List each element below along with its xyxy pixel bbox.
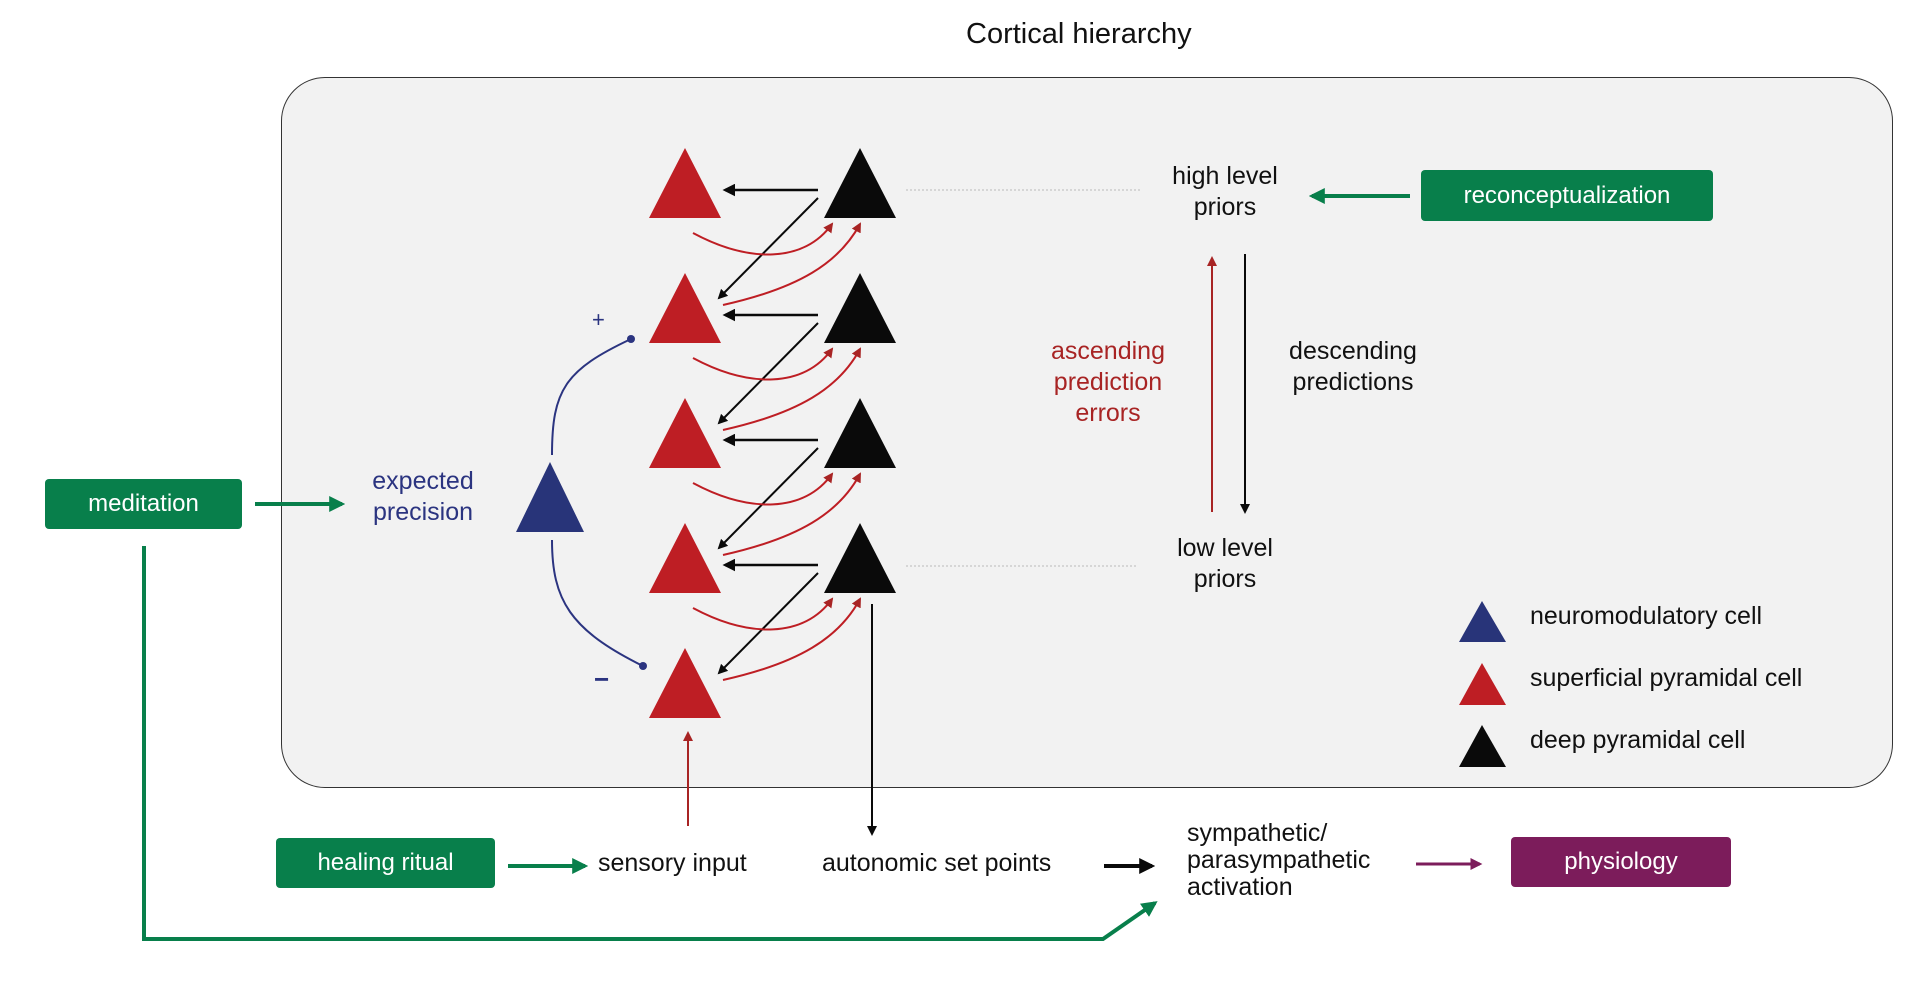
- superficial-pyramidal-cell: [649, 148, 721, 218]
- legend-superficial-icon: [1459, 663, 1506, 705]
- meditation-activation-arrow: [142, 546, 1158, 941]
- descending-line1: descending: [1289, 337, 1417, 365]
- physiology-box[interactable]: physiology: [1511, 837, 1731, 887]
- ascending-line1: ascending: [1051, 337, 1165, 365]
- descending-prediction-arrow: [717, 572, 819, 675]
- superficial-pyramidal-cell: [649, 398, 721, 468]
- high-priors-line2: priors: [1193, 193, 1257, 221]
- ascending-prediction-errors-label: ascending prediction errors: [1030, 336, 1186, 429]
- low-priors-line2: priors: [1193, 565, 1257, 593]
- low-priors-line1: low level: [1177, 534, 1273, 562]
- diagram-title: Cortical hierarchy: [966, 18, 1192, 50]
- descending-predictions-label: descending predictions: [1270, 336, 1436, 398]
- neuromodulatory-cell: [516, 462, 584, 532]
- prediction-error-arrow: [692, 222, 834, 256]
- prediction-error-arrow: [692, 472, 834, 506]
- high-priors-line1: high level: [1172, 162, 1278, 190]
- prediction-error-arrow: [692, 597, 834, 631]
- sensory-input-label: sensory input: [598, 849, 747, 877]
- activation-line3: activation: [1187, 873, 1293, 901]
- deep-pyramidal-cell: [824, 148, 896, 218]
- meditation-label: meditation: [88, 490, 199, 517]
- ascending-error-arrow: [722, 222, 861, 306]
- deep-pyramidal-cell: [824, 523, 896, 593]
- high-level-priors-label: high level priors: [1140, 161, 1310, 223]
- legend-neuromodulatory-label: neuromodulatory cell: [1530, 602, 1763, 630]
- healing-ritual-box[interactable]: healing ritual: [276, 838, 495, 888]
- expected-precision-line1: expected: [372, 467, 474, 495]
- activation-label: sympathetic/ parasympathetic activation: [1187, 820, 1370, 901]
- prediction-error-arrow: [692, 347, 834, 381]
- minus-sign: −: [594, 664, 610, 694]
- reconceptualization-label: reconceptualization: [1463, 181, 1671, 209]
- descending-line2: predictions: [1292, 368, 1414, 396]
- ascending-error-arrow: [722, 597, 861, 681]
- legend-superficial-label: superficial pyramidal cell: [1530, 664, 1803, 692]
- autonomic-set-points-label: autonomic set points: [822, 849, 1052, 877]
- low-level-priors-label: low level priors: [1140, 533, 1310, 595]
- cell-network: [649, 148, 896, 718]
- descending-prediction-arrow: [717, 322, 819, 425]
- deep-pyramidal-cell: [824, 398, 896, 468]
- expected-precision-line2: precision: [372, 498, 474, 526]
- precision-inhibitory-connection: [551, 539, 644, 667]
- legend-deep-label: deep pyramidal cell: [1530, 726, 1746, 754]
- superficial-pyramidal-cell: [649, 273, 721, 343]
- meditation-box[interactable]: meditation: [45, 479, 242, 529]
- activation-line2: parasympathetic: [1187, 846, 1371, 874]
- activation-line1: sympathetic/: [1187, 819, 1328, 847]
- expected-precision-label: expected precision: [358, 466, 488, 528]
- superficial-pyramidal-cell: [649, 648, 721, 718]
- superficial-pyramidal-cell: [649, 523, 721, 593]
- ascending-line2: prediction: [1053, 368, 1163, 396]
- ascending-error-arrow: [722, 347, 861, 431]
- descending-prediction-arrow: [717, 197, 819, 300]
- healing-ritual-label: healing ritual: [317, 849, 454, 876]
- ascending-line3: errors: [1075, 399, 1141, 427]
- legend-neuromodulatory-icon: [1459, 601, 1506, 642]
- reconceptualization-box[interactable]: reconceptualization: [1421, 170, 1713, 221]
- ascending-error-arrow: [722, 472, 861, 556]
- plus-sign: +: [592, 307, 605, 332]
- inhibitory-terminal: [639, 662, 647, 670]
- excitatory-terminal: [627, 335, 635, 343]
- physiology-label: physiology: [1564, 848, 1678, 875]
- descending-prediction-arrow: [717, 447, 819, 550]
- deep-pyramidal-cell: [824, 273, 896, 343]
- legend-deep-icon: [1459, 725, 1506, 767]
- precision-excitatory-connection: [551, 338, 632, 456]
